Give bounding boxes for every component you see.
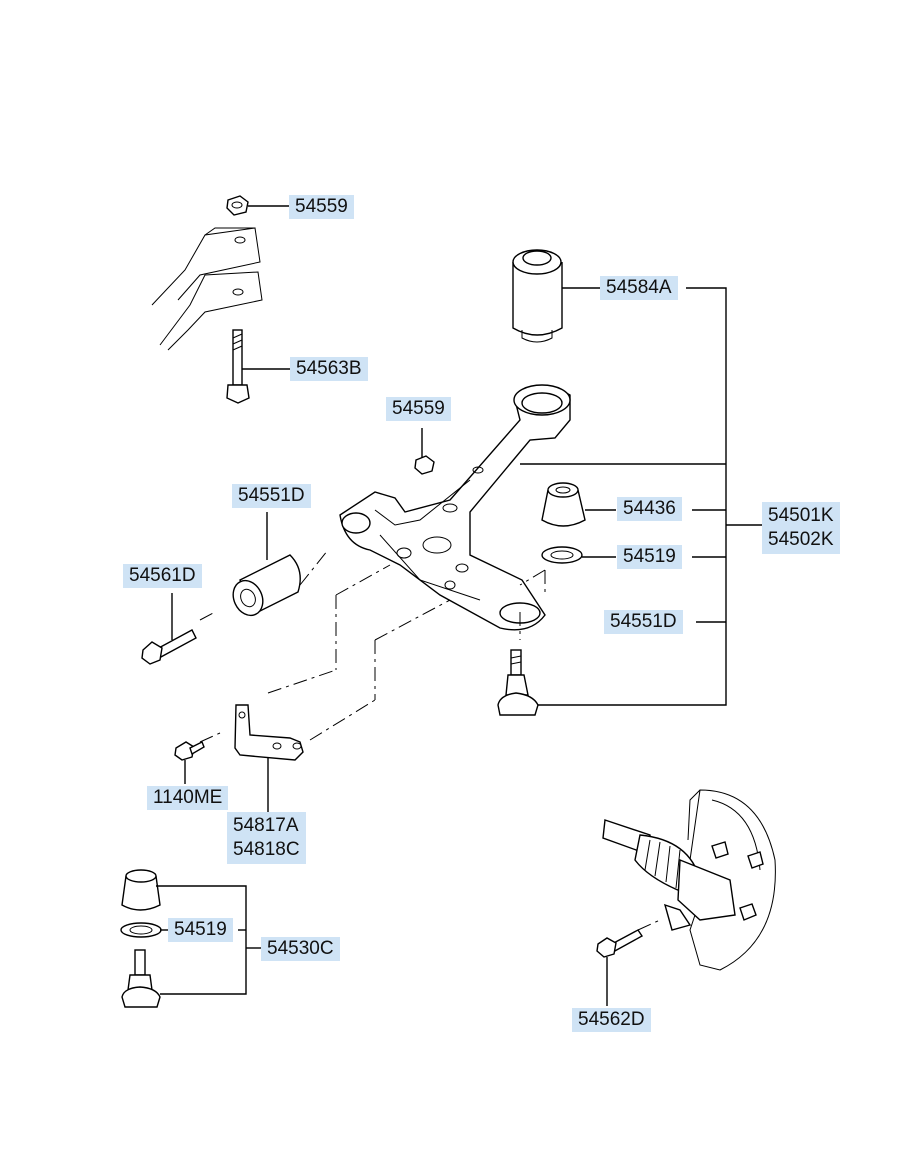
callout-54584a-bushing[interactable]: 54584A bbox=[600, 276, 678, 300]
nut-54559-top-drawing bbox=[226, 195, 249, 216]
stabilizer-bracket-drawing bbox=[234, 704, 304, 761]
callout-54519-washer-right[interactable]: 54519 bbox=[617, 545, 682, 569]
callout-54436-bushing[interactable]: 54436 bbox=[617, 497, 682, 521]
ball-joint-kit-drawing bbox=[120, 869, 162, 1008]
bolt-54563b-drawing bbox=[226, 329, 250, 404]
callout-54551d-bushing-left[interactable]: 54551D bbox=[232, 484, 311, 508]
nut-54559-mid-drawing bbox=[414, 455, 435, 475]
callout-54818c: 54818C bbox=[233, 839, 300, 860]
callout-54817a: 54817A bbox=[233, 815, 299, 836]
washer-54519-right-drawing bbox=[541, 546, 583, 564]
bushing-54551d-drawing bbox=[232, 554, 301, 617]
callout-54563b-bolt[interactable]: 54563B bbox=[290, 357, 368, 381]
callout-54561d-bolt[interactable]: 54561D bbox=[123, 564, 202, 588]
callout-54551d-bushing-right[interactable]: 54551D bbox=[604, 610, 683, 634]
callout-54502k: 54502K bbox=[768, 529, 834, 550]
dashed-assembly-lines bbox=[199, 549, 661, 931]
callout-54562d-bolt[interactable]: 54562D bbox=[572, 1008, 651, 1032]
callout-54559-nut-top[interactable]: 54559 bbox=[289, 195, 354, 219]
callout-54530c-ball-joint[interactable]: 54530C bbox=[261, 937, 340, 961]
callout-1140me-bolt[interactable]: 1140ME bbox=[147, 786, 229, 810]
ball-joint-drawing bbox=[497, 649, 539, 716]
bushing-54436-drawing bbox=[541, 482, 586, 527]
callout-54559-nut-mid[interactable]: 54559 bbox=[386, 397, 451, 421]
lower-control-arm-drawing bbox=[339, 384, 571, 631]
callout-54519-washer-left[interactable]: 54519 bbox=[168, 918, 233, 942]
bolt-1140me-drawing bbox=[174, 741, 205, 761]
bolt-54561d-drawing bbox=[141, 629, 197, 665]
callout-stabilizer-bracket[interactable]: 54817A 54818C bbox=[227, 812, 306, 864]
leader-lines bbox=[156, 205, 762, 1006]
steering-knuckle-drawing bbox=[602, 789, 776, 971]
bushing-54584a-drawing bbox=[512, 249, 563, 343]
callout-54501k: 54501K bbox=[768, 505, 834, 526]
bolt-54562d-drawing bbox=[596, 929, 644, 958]
subframe-bracket-drawing bbox=[151, 227, 263, 351]
callout-lower-arm-assembly[interactable]: 54501K 54502K bbox=[762, 502, 840, 554]
